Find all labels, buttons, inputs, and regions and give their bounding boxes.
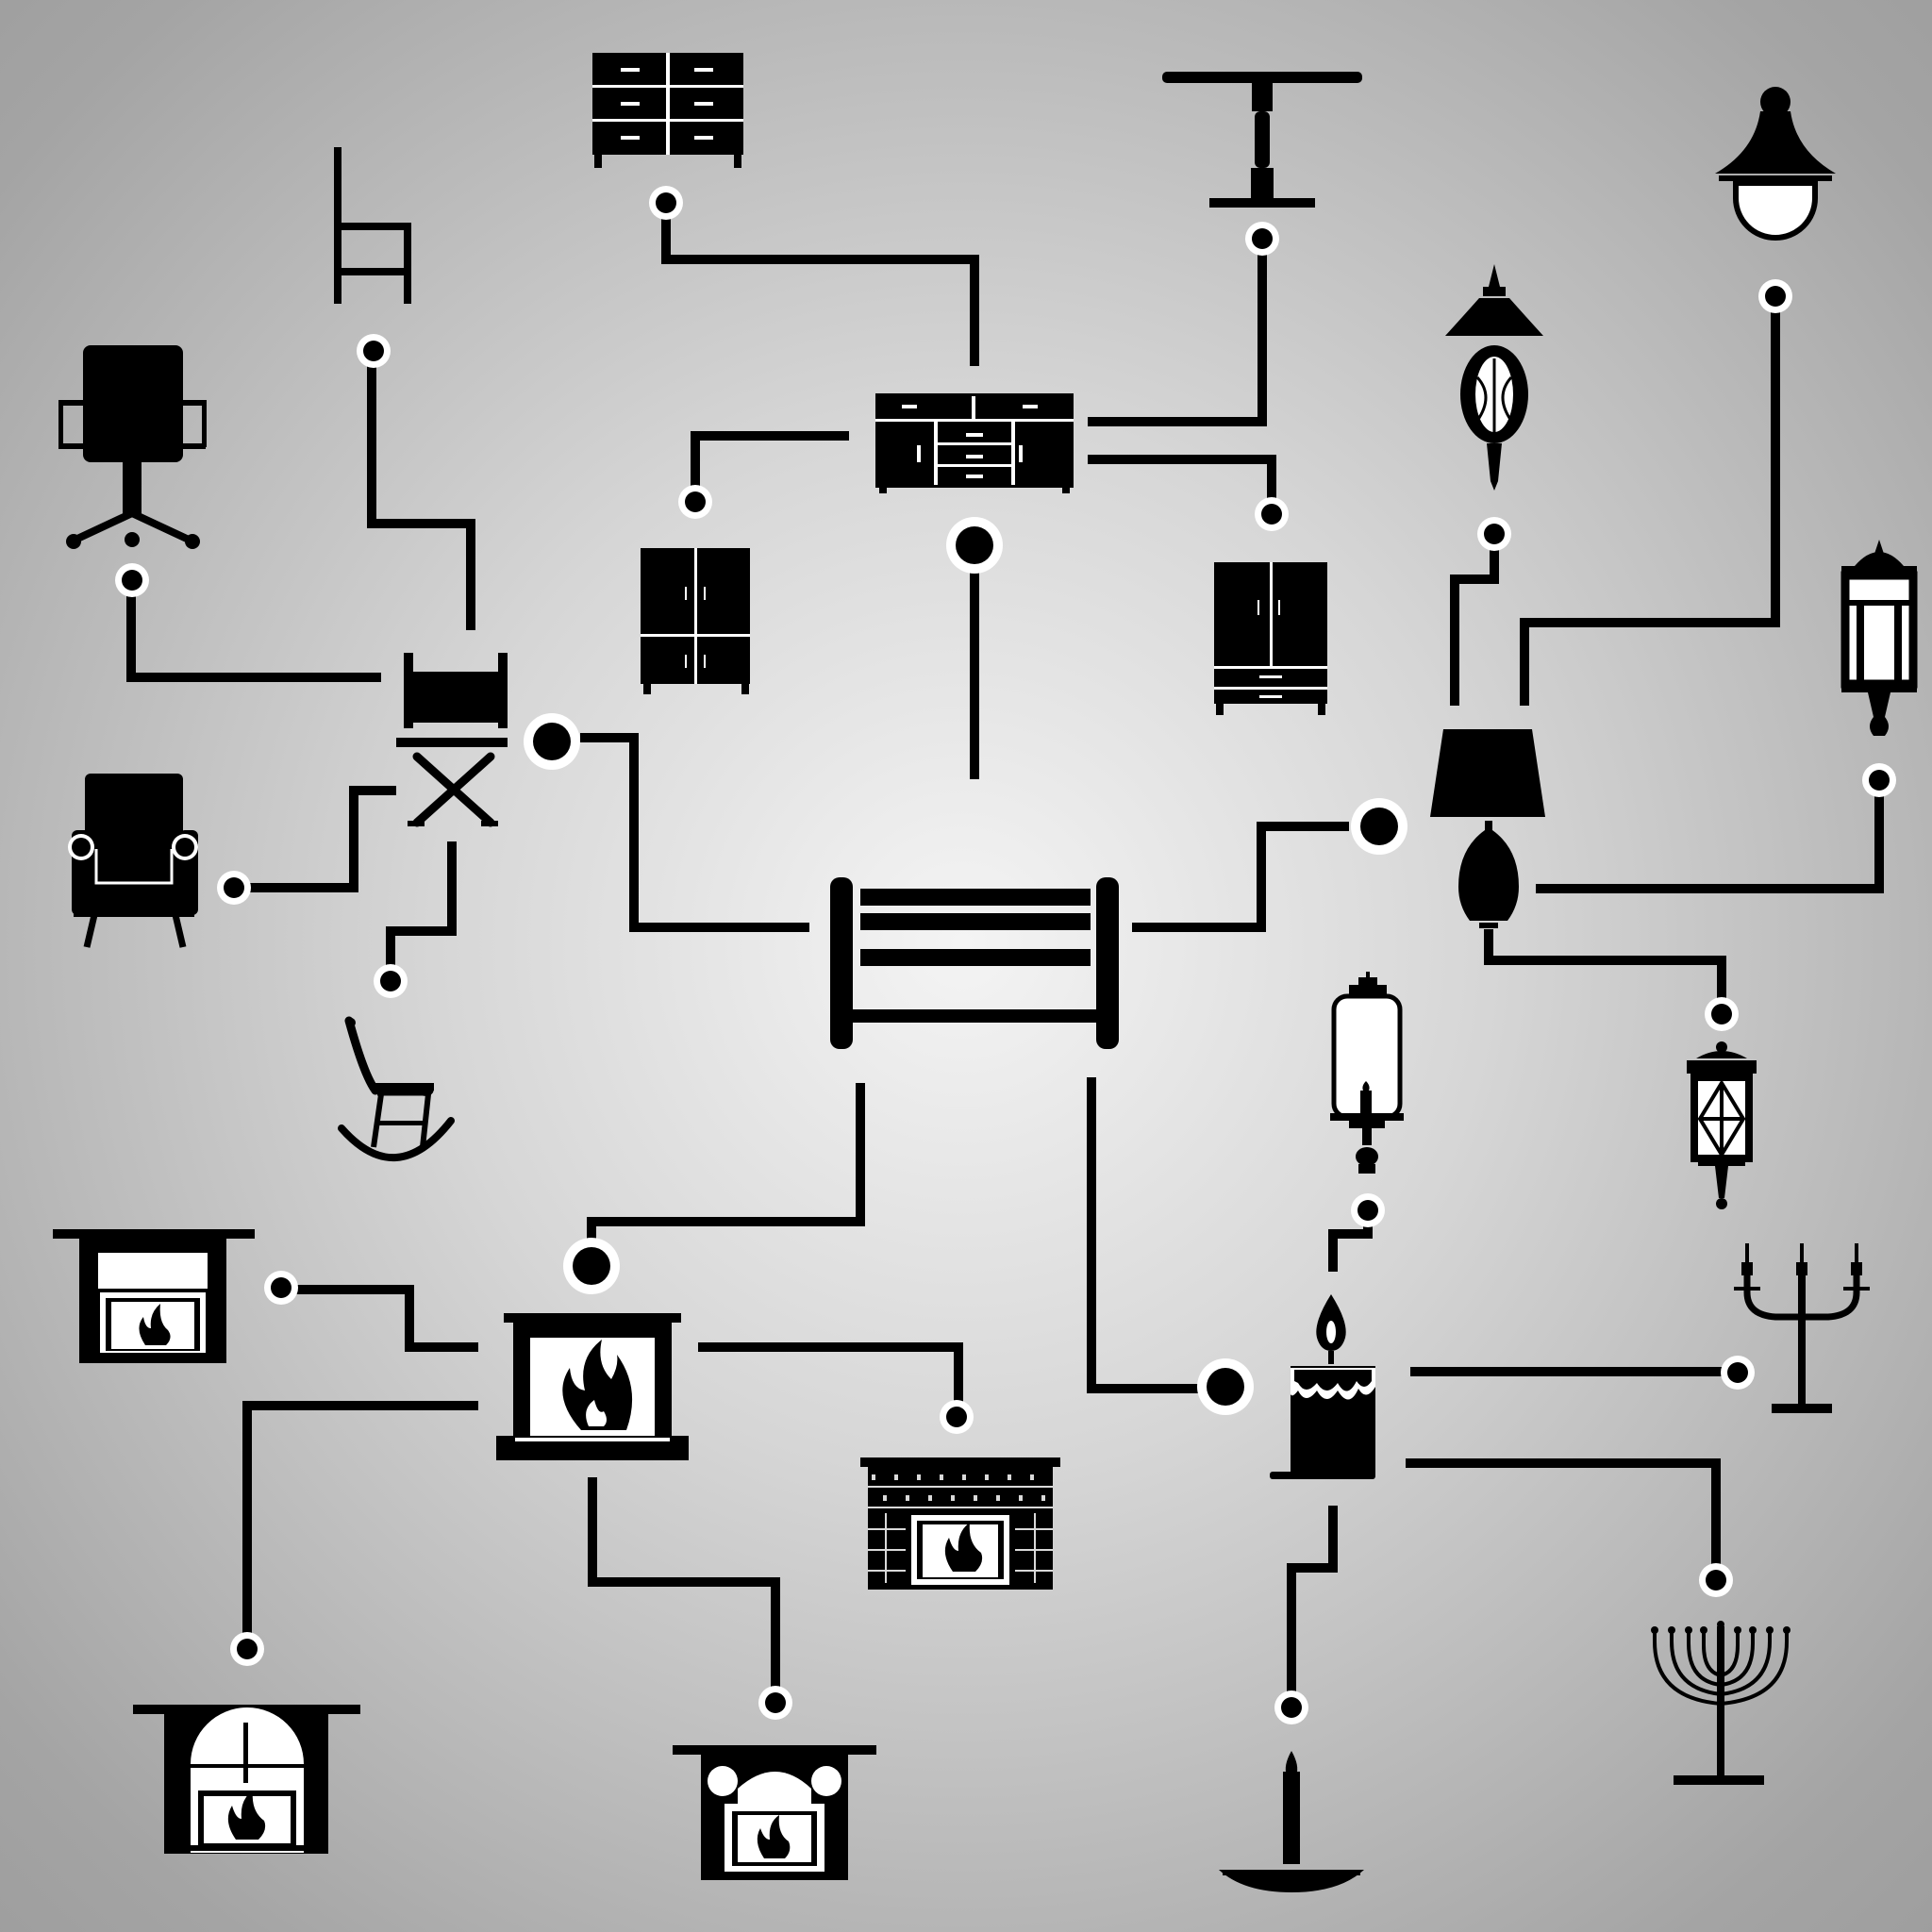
candle-icon [1270,1294,1375,1479]
brick-fireplace-icon [860,1457,1060,1590]
small-fireplace-icon [53,1229,255,1363]
node-archedfire[interactable] [230,1632,264,1666]
connector-seating-armchair [234,786,396,892]
connector-lamps-wall [1536,780,1884,893]
ladder-back-chair-icon [334,147,411,304]
node-dresser[interactable] [649,186,683,220]
oil-lamp-icon [1330,972,1404,1174]
furniture-icons [53,53,1918,1892]
node-storage[interactable] [946,517,1003,574]
connector-lamps-garden [1450,534,1499,706]
pedestal-table-icon [1162,72,1362,208]
connector-bench-fireplaces [587,1083,865,1264]
armoire-icon [1214,562,1327,715]
node-garden[interactable] [1477,517,1511,551]
hanging-lantern-icon [1687,1041,1757,1209]
node-candelabra[interactable] [1721,1356,1755,1390]
connector-storage-table [1088,239,1267,426]
node-menorah[interactable] [1699,1563,1733,1597]
arched-fireplace-icon [133,1705,360,1854]
node-ladderchair[interactable] [357,334,391,368]
wardrobe-icon [641,548,750,694]
node-oillamp[interactable] [1351,1193,1385,1227]
node-candles[interactable] [1197,1358,1254,1415]
rocking-chair-icon [338,1016,455,1162]
connector-lines [126,203,1884,1707]
connector-storage-armoire [1088,455,1276,514]
node-armoire[interactable] [1255,497,1289,531]
connector-bench-lamps [1132,822,1349,932]
table-lamp-icon [1430,729,1545,928]
ornate-fireplace-icon [673,1745,876,1880]
fireplace-icon [496,1313,689,1460]
bench-icon [830,877,1119,1049]
connector-candle-menorah [1406,1458,1721,1580]
node-wall[interactable] [1862,763,1896,797]
armchair-icon [68,774,198,948]
node-smallfire[interactable] [264,1271,298,1305]
node-armchair[interactable] [217,871,251,905]
connector-nodes [115,186,1896,1724]
candle-holder-icon [1219,1751,1364,1892]
street-lamp-icon [1715,87,1836,241]
connector-fire-brick [698,1342,963,1417]
connector-bench-candles [1087,1077,1198,1393]
node-holder[interactable] [1274,1690,1308,1724]
connector-lamps-hanging [1484,929,1726,1014]
node-table[interactable] [1245,222,1279,256]
sideboard-icon [875,393,1074,493]
connector-bench-seating [580,733,809,932]
connector-seating-rocker [386,841,457,981]
connector-fire-ornate [588,1477,780,1703]
connector-lamps-street [1520,296,1780,706]
wall-lantern-icon [1840,540,1918,736]
node-street[interactable] [1758,279,1792,313]
node-hanging[interactable] [1705,997,1739,1031]
node-ornatefire[interactable] [758,1686,792,1720]
connector-storage-dresser [661,203,979,366]
connector-storage-wardrobe [691,431,849,502]
node-officechair[interactable] [115,563,149,597]
node-wardrobe[interactable] [678,485,712,519]
node-lamps[interactable] [1351,798,1407,855]
connector-fire-small [281,1285,478,1352]
node-fireplaces[interactable] [563,1238,620,1294]
office-chair-icon [58,345,207,549]
node-rocker[interactable] [374,964,408,998]
folding-chair-icon [396,653,508,827]
candelabra-icon [1734,1243,1870,1413]
garden-lantern-icon [1445,264,1543,491]
connector-seating-ladderchair [367,351,475,630]
connector-candle-holder [1287,1506,1338,1707]
menorah-icon [1651,1621,1790,1785]
connector-seating-officechair [126,580,381,682]
node-seating[interactable] [524,713,580,770]
node-brickfire[interactable] [940,1400,974,1434]
dresser-icon [592,53,743,168]
connector-fire-arched [242,1401,478,1649]
